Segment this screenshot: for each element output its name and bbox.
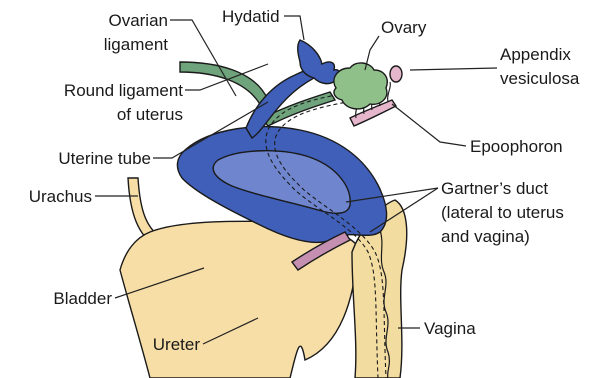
label-round-ligament-line1: Round ligament: [64, 81, 183, 100]
label-epoophoron: Epoophoron: [470, 137, 563, 156]
label-appendix-line1: Appendix: [500, 45, 571, 64]
label-ovary: Ovary: [381, 18, 427, 37]
ovary: [334, 63, 387, 109]
label-round-ligament-line2: of uterus: [117, 105, 183, 124]
label-gartners-duct-line2: (lateral to uterus: [441, 203, 564, 222]
label-uterine-tube: Uterine tube: [58, 149, 151, 168]
label-gartners-duct-line1: Gartner’s duct: [441, 179, 548, 198]
appendix-vesiculosa: [390, 66, 402, 82]
label-appendix-line2: vesiculosa: [500, 69, 580, 88]
label-bladder: Bladder: [53, 289, 112, 308]
label-ureter: Ureter: [153, 335, 201, 354]
label-gartners-duct-line3: and vagina): [441, 227, 530, 246]
label-ovarian-ligament-line2: ligament: [104, 35, 169, 54]
label-hydatid: Hydatid: [222, 7, 280, 26]
label-ovarian-ligament-line1: Ovarian: [108, 11, 168, 30]
label-vagina: Vagina: [424, 319, 476, 338]
label-urachus: Urachus: [29, 187, 92, 206]
